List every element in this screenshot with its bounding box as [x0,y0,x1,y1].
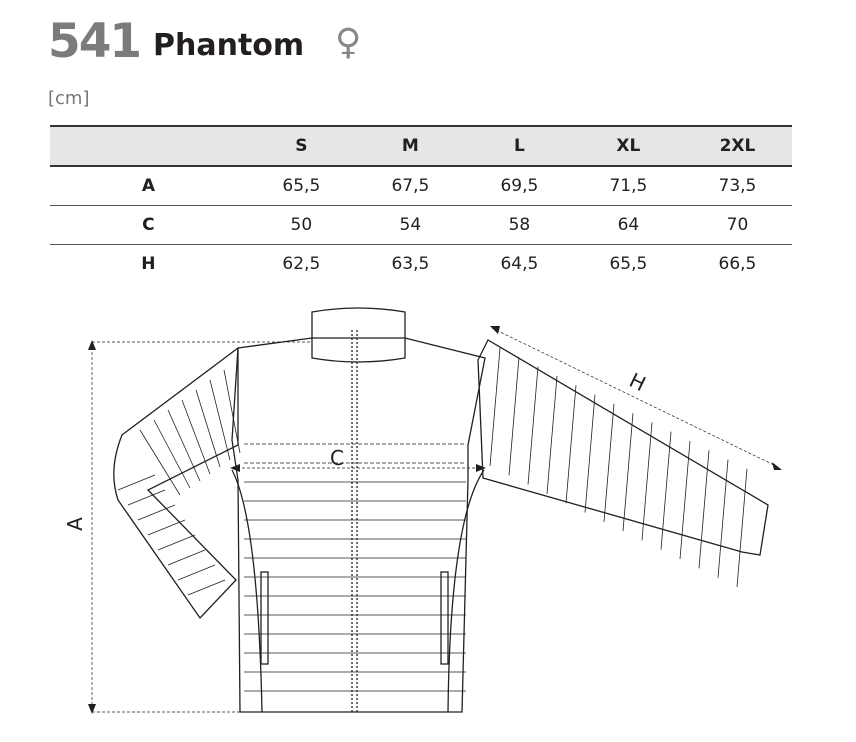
column-header [50,125,247,167]
table-cell: 62,5 [282,254,321,274]
row-label: A [50,166,247,206]
table-cell: 65,5 [609,254,648,274]
table-cell: 64,5 [500,254,539,274]
column-header: S [246,125,356,167]
product-code: 541 [48,14,142,69]
column-header: 2XL [682,125,792,167]
table-cell: 73,5 [682,166,792,206]
jacket-outline [113,307,769,713]
column-header: M [355,125,465,167]
table-header-row: S M L XL 2XL [50,125,792,167]
dimension-label-c: C [330,446,344,470]
unit-label: [cm] [48,88,90,109]
table-cell: 58 [464,205,574,245]
table-cell: 66,5 [718,254,757,274]
table-cell: 67,5 [355,166,465,206]
table-cell: 64 [573,205,683,245]
female-icon: ♀ [335,22,362,63]
column-header: L [464,125,574,167]
table-row: H 62,5 63,5 64,5 65,5 66,5 [50,245,792,284]
table-cell: 71,5 [573,166,683,206]
dimension-label-a: A [62,517,87,531]
table-cell: 50 [246,205,356,245]
product-name: Phantom [153,28,305,63]
column-header: XL [573,125,683,167]
table-cell: 65,5 [246,166,356,206]
table-cell: 54 [355,205,465,245]
table-cell: 63,5 [391,254,430,274]
dimension-lines [91,327,781,713]
row-label: C [50,205,247,245]
table-cell: 70 [682,205,792,245]
table-cell: 69,5 [464,166,574,206]
row-label: H [141,254,156,274]
